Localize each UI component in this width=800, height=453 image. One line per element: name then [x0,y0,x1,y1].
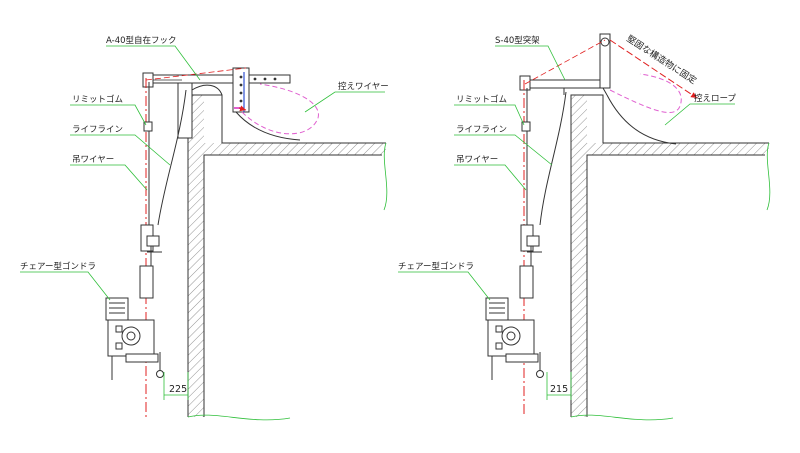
right-lifeline-label: ライフライン [456,125,507,135]
right-backup-rope-label: 控えロープ [694,93,736,104]
left-hanging-wire-label: 吊ワイヤー [72,155,114,165]
right-backup-rope [609,73,682,113]
left-building [187,94,388,421]
left-chair-gondola-label: チェアー型ゴンドラ [20,261,96,272]
right-leaders [398,45,735,301]
left-leaders [20,45,385,301]
left-lifeline [157,89,187,226]
left-diagram: 225 A-40型自在フック リミットゴム ライフライン 吊ワイヤー チェアー型… [20,35,389,421]
right-building [570,94,771,421]
right-diagram: 215 S-40型突架 リミットゴム ライフライン 吊ワイヤー チェアー型ゴンド… [398,32,771,421]
right-limit-rubber-label: リミットゴム [456,94,507,105]
left-dimension-value: 225 [169,384,187,395]
right-dimension: 215 [546,372,572,400]
left-hook-label: A-40型自在フック [106,35,177,46]
right-chair-gondola-label: チェアー型ゴンドラ [398,261,474,272]
left-limit-rubber [143,121,153,132]
right-fix-arrow [609,39,698,99]
left-lifeline-label: ライフライン [72,125,123,135]
left-hook-arm [142,67,291,139]
right-jig-dash [524,39,606,85]
left-limit-rubber-label: リミットゴム [72,94,123,105]
right-gondola [485,224,544,380]
right-lifeline [539,91,567,226]
right-fix-note: 堅固な構造物に固定 [624,32,698,86]
right-limit-rubber [521,121,531,132]
right-hanging-wire-label: 吊ワイヤー [456,155,498,165]
left-backup-wire-label: 控えワイヤー [338,81,389,92]
left-dimension: 225 [163,372,189,400]
right-jig-label: S-40型突架 [495,35,540,46]
right-jig-frame [519,33,611,96]
right-dimension-value: 215 [550,384,568,395]
left-backup-wire [241,83,319,135]
left-gondola [105,224,164,380]
